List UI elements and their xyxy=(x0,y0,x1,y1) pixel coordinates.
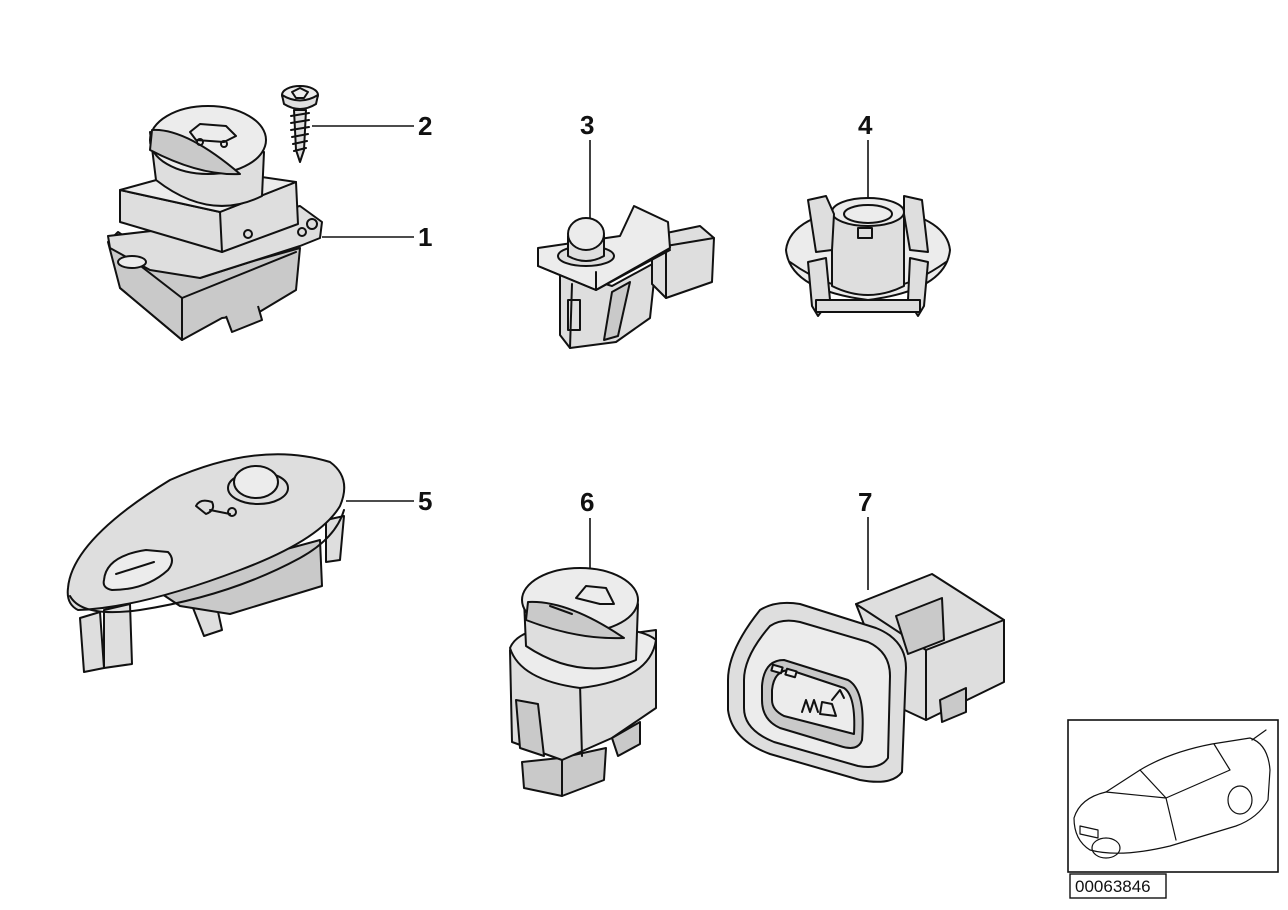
part-4-mounting-clip[interactable] xyxy=(785,195,951,317)
part-1-trunk-release-switch[interactable] xyxy=(107,105,323,341)
callout-6-number: 6 xyxy=(580,487,594,517)
callout-1-number: 1 xyxy=(418,222,432,252)
part-2-screw[interactable] xyxy=(281,85,319,163)
part-7-seat-heating-switch[interactable] xyxy=(727,573,1005,783)
callout-5-number: 5 xyxy=(418,486,432,516)
callout-7-number: 7 xyxy=(858,487,872,517)
diagram-id-box xyxy=(1069,873,1167,899)
part-3-push-switch[interactable] xyxy=(537,205,715,349)
vehicle-thumbnail xyxy=(1067,719,1279,873)
diagram-id: 00063846 xyxy=(1075,877,1151,896)
callout-2-number: 2 xyxy=(418,111,432,141)
callout-4-number: 4 xyxy=(858,110,873,140)
callout-3-number: 3 xyxy=(580,110,594,140)
part-5-interior-light-switch[interactable] xyxy=(66,453,346,673)
part-6-trunk-release-switch[interactable] xyxy=(509,567,657,797)
